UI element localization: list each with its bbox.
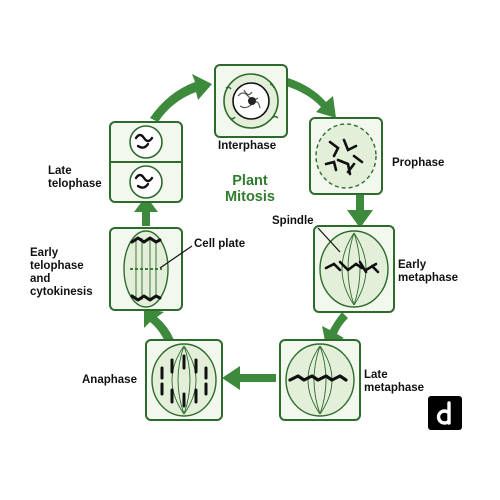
cell-late-metaphase [279,339,361,421]
arrow-early-metaphase-to-late-metaphase [322,312,348,346]
arrow-prophase-to-early-metaphase [347,192,373,228]
brand-logo [428,396,462,430]
label-interphase: Interphase [218,140,277,152]
arrow-late-metaphase-to-anaphase [222,366,276,390]
arrow-interphase-to-prophase [286,78,336,118]
diagram-title: Plant Mitosis [225,173,275,205]
logo-mark-icon [436,401,451,425]
arrow-late-telophase-to-interphase [150,74,212,122]
cell-late-telophase [109,121,183,203]
arrow-anaphase-to-early-telophase [144,308,174,344]
label-prophase: Prophase [392,157,445,169]
cell-early-telophase [109,227,183,311]
cycle-arrows [134,74,373,390]
label-late-metaphase: Late metaphase [364,369,425,394]
label-spindle: Spindle [272,215,314,227]
arrow-early-telophase-to-late-telophase [134,196,158,226]
cell-interphase [214,64,288,138]
cell-anaphase [145,339,223,421]
spindle-leader-line [317,227,341,253]
cell-prophase [309,117,383,195]
label-early-metaphase: Early metaphase [398,259,459,284]
label-early-telophase: Early telophase and cytokinesis [30,247,93,298]
label-late-telophase: Late telophase [48,165,102,190]
label-anaphase: Anaphase [82,374,137,386]
cell-plate-leader-line [159,245,193,269]
cell-early-metaphase [313,225,395,313]
label-cell-plate: Cell plate [194,238,246,250]
